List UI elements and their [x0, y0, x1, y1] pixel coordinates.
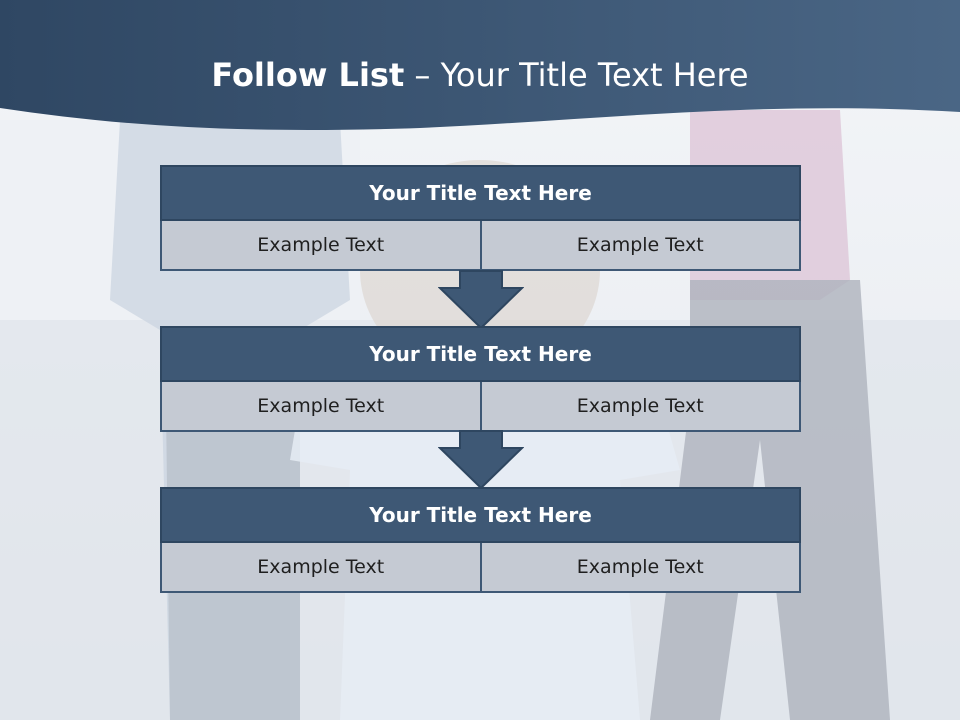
slide-title-rest: – Your Title Text Here: [404, 56, 749, 94]
header-band: [0, 0, 960, 130]
step-row-1: Example Text Example Text: [160, 221, 801, 271]
step-cell-2-left: Example Text: [160, 382, 482, 432]
slide-title: Follow List – Your Title Text Here: [0, 54, 960, 96]
step-cell-3-right: Example Text: [479, 543, 801, 593]
step-cell-1-right: Example Text: [479, 221, 801, 271]
step-title-1: Your Title Text Here: [160, 165, 801, 221]
down-arrow-icon: [438, 270, 524, 330]
step-row-3: Example Text Example Text: [160, 543, 801, 593]
step-block-2: Your Title Text Here Example Text Exampl…: [160, 326, 801, 432]
step-title-3: Your Title Text Here: [160, 487, 801, 543]
step-block-1: Your Title Text Here Example Text Exampl…: [160, 165, 801, 271]
step-cell-1-left: Example Text: [160, 221, 482, 271]
step-block-3: Your Title Text Here Example Text Exampl…: [160, 487, 801, 593]
step-cell-2-right: Example Text: [479, 382, 801, 432]
down-arrow-icon: [438, 430, 524, 490]
step-cell-3-left: Example Text: [160, 543, 482, 593]
step-row-2: Example Text Example Text: [160, 382, 801, 432]
step-title-2: Your Title Text Here: [160, 326, 801, 382]
slide-title-bold: Follow List: [211, 56, 405, 94]
